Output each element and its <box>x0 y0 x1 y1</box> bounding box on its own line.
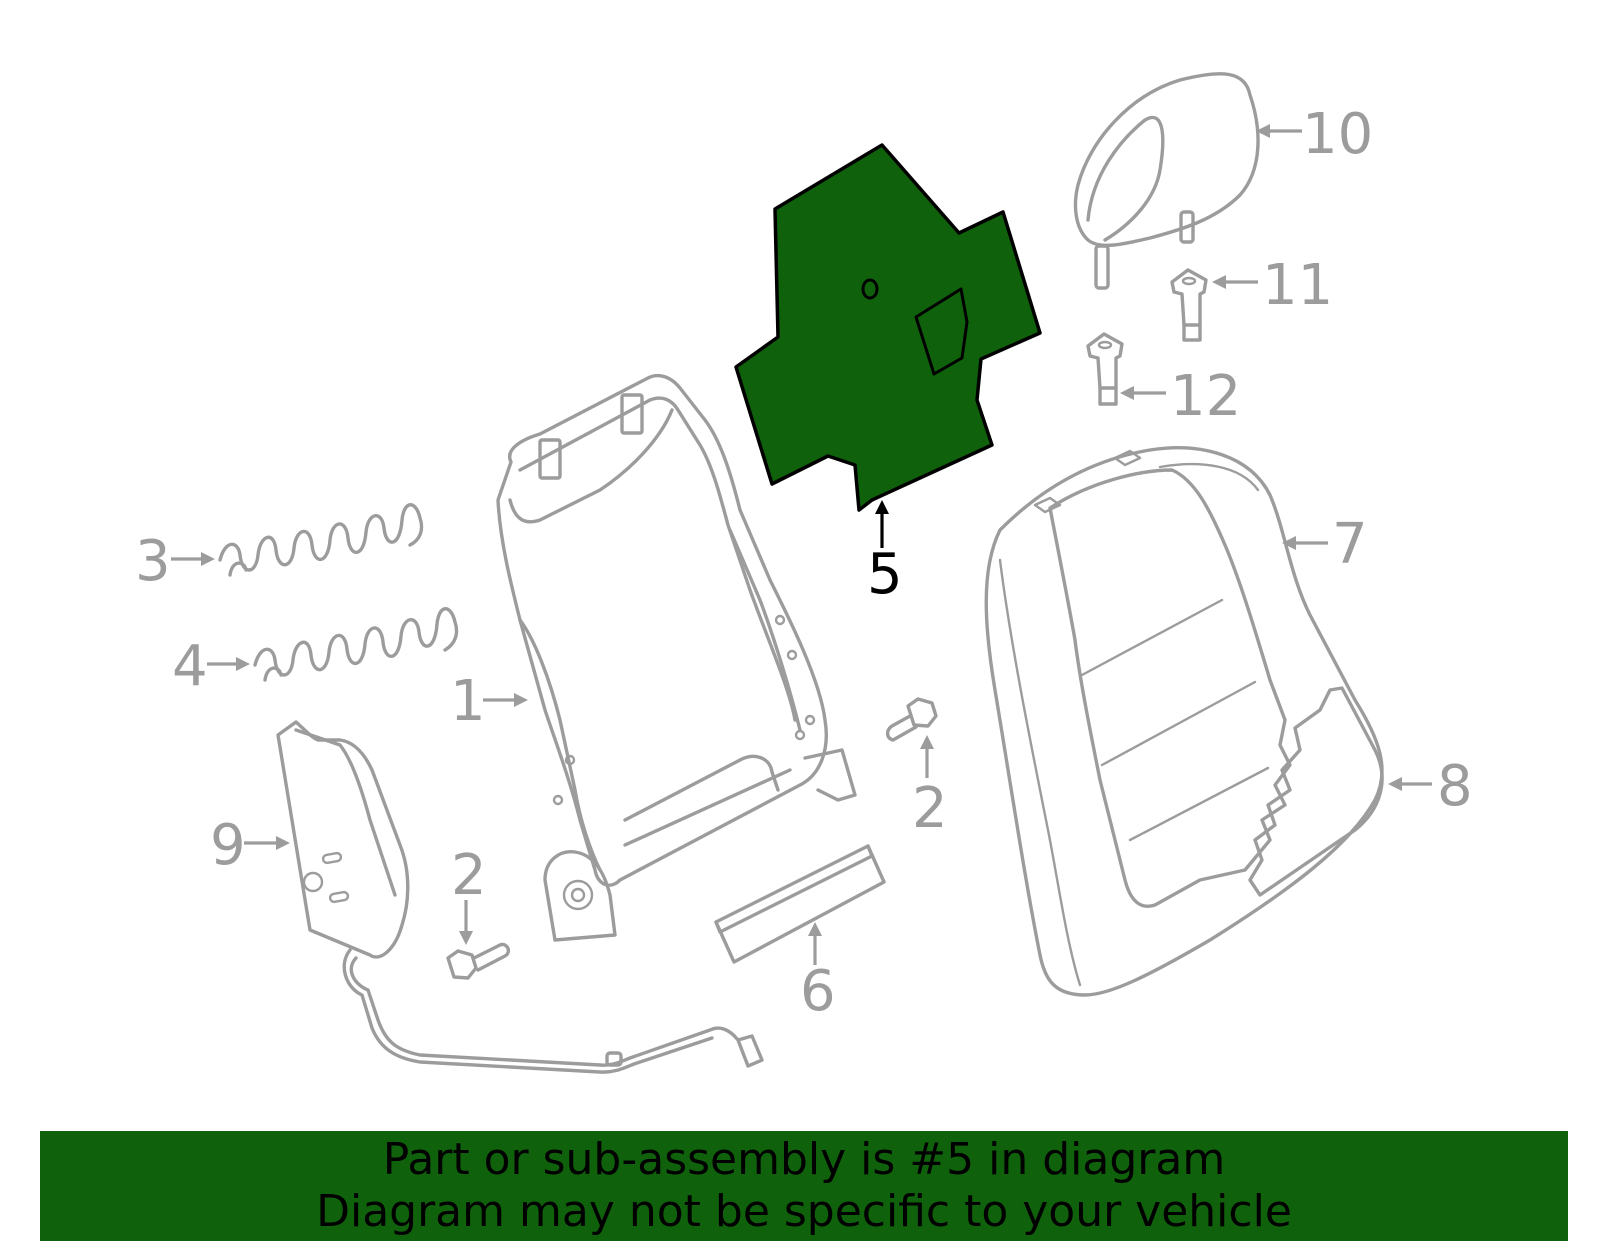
part-12-headrest-guide[interactable] <box>1086 332 1124 406</box>
part-9-side-airbag[interactable] <box>276 720 764 1074</box>
callout-10-label: 10 <box>1302 102 1373 167</box>
disclaimer-banner: Part or sub-assembly is #5 in diagram Di… <box>40 1131 1568 1241</box>
callout-4: 4 <box>172 634 250 699</box>
callout-6-label: 6 <box>800 959 836 1024</box>
callout-5: 5 <box>867 500 903 607</box>
callout-9-label: 9 <box>210 813 246 878</box>
part-5-seat-back-pad-highlighted[interactable] <box>734 143 1042 512</box>
callout-12: 12 <box>1120 364 1241 429</box>
banner-part-note: Part or sub-assembly is #5 in diagram <box>382 1134 1226 1185</box>
callout-2-left-label: 2 <box>451 843 487 908</box>
part-8-seat-back-panel[interactable] <box>1248 686 1384 897</box>
banner-vehicle-note: Diagram may not be specific to your vehi… <box>316 1186 1292 1237</box>
part-4-spring[interactable] <box>253 607 459 682</box>
callout-1-label: 1 <box>450 669 486 734</box>
callout-2-left: 2 <box>451 843 487 945</box>
part-10-headrest[interactable] <box>1073 72 1260 290</box>
part-2-bolt-left[interactable] <box>446 942 511 980</box>
part-2-bolt-right[interactable] <box>885 697 938 742</box>
callout-2-right: 2 <box>912 735 948 841</box>
callout-11: 11 <box>1212 253 1333 318</box>
part-3-spring[interactable] <box>218 503 424 577</box>
callout-3-label: 3 <box>135 529 171 594</box>
callout-5-label: 5 <box>867 542 903 607</box>
callout-6: 6 <box>800 922 836 1024</box>
part-6-trim-panel[interactable] <box>714 844 886 964</box>
callout-1: 1 <box>450 669 528 734</box>
callout-7-label: 7 <box>1332 512 1368 577</box>
callout-7: 7 <box>1282 512 1368 577</box>
callout-2-right-label: 2 <box>912 776 948 841</box>
part-7-seat-back-cover[interactable] <box>984 446 1384 997</box>
callout-8: 8 <box>1388 754 1473 819</box>
part-11-headrest-guide[interactable] <box>1170 268 1208 342</box>
callout-12-label: 12 <box>1170 364 1241 429</box>
callout-10: 10 <box>1256 102 1373 167</box>
callout-3: 3 <box>135 529 215 594</box>
callout-8-label: 8 <box>1437 754 1473 819</box>
callout-4-label: 4 <box>172 634 208 699</box>
callout-9: 9 <box>210 813 290 878</box>
part-1-seat-back-frame[interactable] <box>496 373 857 942</box>
callout-11-label: 11 <box>1262 253 1333 318</box>
